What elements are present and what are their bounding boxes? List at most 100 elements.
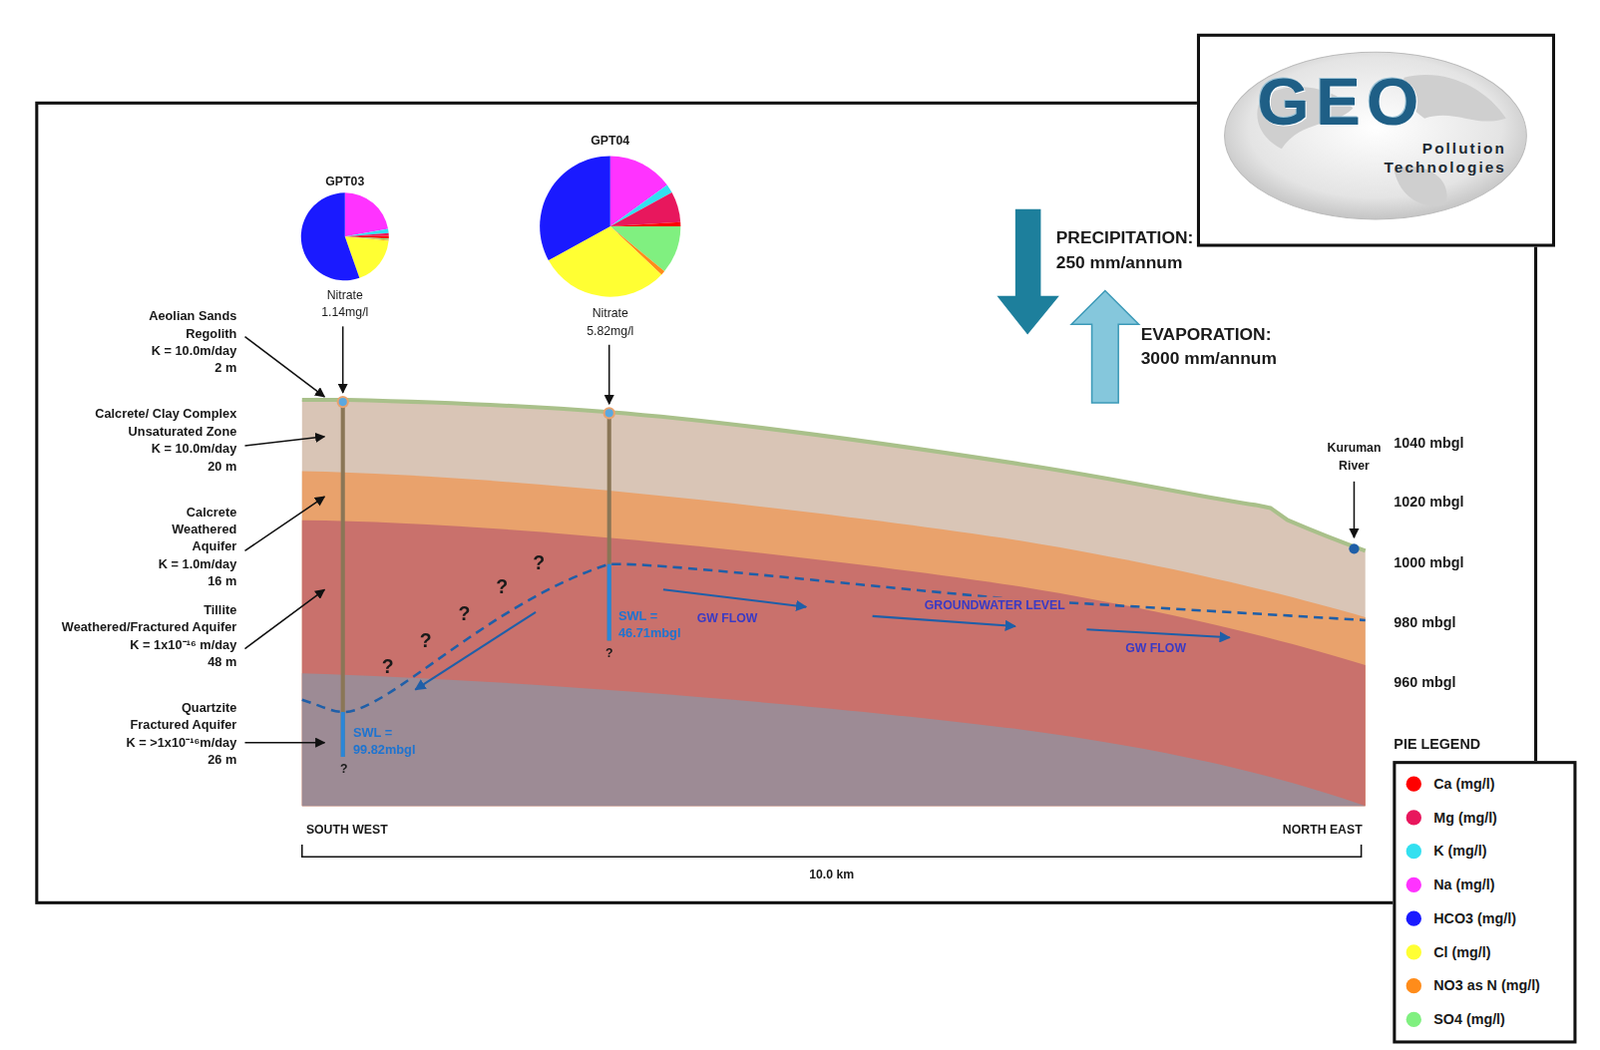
- query-mark: ?: [458, 602, 471, 627]
- elevation-label: 1000 mbgl: [1393, 553, 1464, 571]
- label-group: NORTH EAST: [1282, 820, 1363, 838]
- annotation-label: 48 m: [207, 654, 237, 672]
- legend-row: HCO3 (mg/l): [1395, 901, 1574, 936]
- pointer-arrow: [1353, 481, 1356, 538]
- label-group: Calcrete/ Clay Complex Unsaturated ZoneK…: [88, 405, 237, 476]
- label-group: Quartzite Fractured AquiferK = >1x10⁻¹⁶m…: [124, 700, 238, 771]
- water-level-label: SWL = 99.82mbgl: [353, 724, 437, 760]
- query-mark: ?: [419, 628, 432, 653]
- pie-slice: [345, 229, 390, 238]
- label-group: GROUNDWATER LEVEL: [920, 596, 1070, 614]
- annotation-label: GPT04: [590, 132, 630, 150]
- calcrete-layer: [302, 471, 1366, 807]
- legend-swatch: [1406, 877, 1422, 893]
- leader-arrow: [245, 742, 326, 745]
- label-group: ?: [382, 655, 395, 680]
- annotation-label: 10.0 km: [808, 865, 854, 883]
- legend-row: Mg (mg/l): [1395, 800, 1574, 835]
- legend-row: NO3 as N (mg/l): [1395, 969, 1574, 1004]
- legend-text: Na (mg/l): [1433, 876, 1495, 894]
- pointer-arrow: [342, 326, 345, 393]
- borehole: [341, 401, 346, 758]
- leader-arrow: [245, 589, 326, 649]
- pie-slice: [539, 156, 611, 262]
- label-group: EVAPORATION:3000 mm/annum: [1141, 322, 1277, 372]
- legend-swatch: [1406, 978, 1422, 994]
- label-group: 10.0 km: [808, 865, 854, 883]
- conductivity-label: K = >1x10⁻¹⁶m/day: [125, 735, 237, 753]
- pie-slice: [610, 192, 681, 227]
- flow-arrow: [663, 589, 806, 607]
- label-group: 1040 mbgl: [1393, 434, 1464, 452]
- legend-text: HCO3 (mg/l): [1433, 909, 1517, 927]
- flow-arrow: [414, 612, 536, 691]
- label-group: 960 mbgl: [1393, 674, 1456, 692]
- label-group: Nitrate 5.82mg/l: [574, 305, 647, 341]
- label-group: ?: [605, 645, 614, 663]
- legend-text: Mg (mg/l): [1433, 808, 1498, 826]
- groundwater-level: [302, 564, 1366, 713]
- evaporation-arrow: [1071, 291, 1140, 404]
- legend-row: K (mg/l): [1395, 834, 1574, 869]
- annotation-label: GPT03: [325, 173, 365, 191]
- legend-swatch: [1406, 944, 1422, 960]
- annotation-label: GROUNDWATER LEVEL: [920, 596, 1070, 614]
- annotation-label: GW FLOW: [1125, 639, 1187, 657]
- label-group: TilliteWeathered/Fractured AquiferK = 1x…: [61, 602, 238, 673]
- globe: [1224, 51, 1528, 220]
- annotation-label: Tillite: [203, 602, 237, 620]
- elevation-label: 1040 mbgl: [1393, 434, 1464, 452]
- topsoil: [302, 400, 1366, 551]
- annotation-label: Aeolian Sands Regolith: [134, 308, 237, 344]
- label-group: Calcrete Weathered AquiferK = 1.0m/day16…: [124, 503, 238, 591]
- borehole: [607, 411, 612, 641]
- label-group: GW FLOW: [697, 610, 759, 628]
- logo-box: GEOPollution Technologies: [1197, 33, 1556, 248]
- label-group: GPT04: [590, 132, 630, 150]
- flow-arrow: [1086, 629, 1229, 638]
- unsaturated-zone: [302, 400, 1366, 806]
- legend-text: Cl (mg/l): [1433, 943, 1491, 961]
- label-group: Nitrate 1.14mg/l: [309, 286, 382, 322]
- annotation-label: 250 mm/annum: [1056, 251, 1184, 277]
- legend-text: NO3 as N (mg/l): [1433, 977, 1541, 995]
- water-column: [607, 564, 612, 642]
- legend-swatch: [1406, 776, 1422, 792]
- legend-text: SO4 (mg/l): [1433, 1011, 1506, 1029]
- label-group: Kuruman River: [1322, 439, 1386, 475]
- label-group: ?: [458, 602, 471, 627]
- label-group: ?: [495, 575, 508, 600]
- elevation-label: 980 mbgl: [1393, 614, 1456, 632]
- legend-swatch: [1406, 1012, 1422, 1028]
- logo-subtitle: Pollution Technologies: [1352, 139, 1506, 177]
- annotation-label: 16 m: [207, 573, 237, 591]
- water-column: [341, 712, 346, 758]
- label-group: 1000 mbgl: [1393, 553, 1464, 571]
- label-group: PIE LEGEND: [1393, 736, 1481, 754]
- annotation-label: EVAPORATION:: [1141, 322, 1272, 348]
- query-mark: ?: [532, 550, 545, 575]
- conductivity-label: K = 10.0m/day: [151, 343, 238, 361]
- label-group: ?: [419, 628, 432, 653]
- query-mark: ?: [605, 645, 614, 663]
- pie-charts: [301, 156, 682, 298]
- query-mark: ?: [495, 575, 508, 600]
- legend-row: Na (mg/l): [1395, 868, 1574, 903]
- precipitation-arrow: [996, 209, 1059, 336]
- annotation-label: 26 m: [207, 752, 237, 770]
- annotation-label: Nitrate 1.14mg/l: [309, 286, 382, 322]
- pie-slice: [345, 192, 389, 237]
- annotation-label: SOUTH WEST: [306, 820, 389, 838]
- leader-arrow: [245, 436, 326, 446]
- elevation-label: 1020 mbgl: [1393, 493, 1464, 511]
- leader-arrow: [245, 496, 326, 551]
- pie-slice: [610, 222, 682, 227]
- legend-swatch: [1406, 911, 1422, 927]
- annotation-label: PIE LEGEND: [1393, 736, 1481, 754]
- logo-text: GEO: [1256, 67, 1425, 136]
- conductivity-label: K = 1.0m/day: [158, 556, 238, 574]
- label-group: 1020 mbgl: [1393, 493, 1464, 511]
- legend-text: Ca (mg/l): [1433, 775, 1495, 793]
- annotation-label: Kuruman River: [1322, 439, 1386, 475]
